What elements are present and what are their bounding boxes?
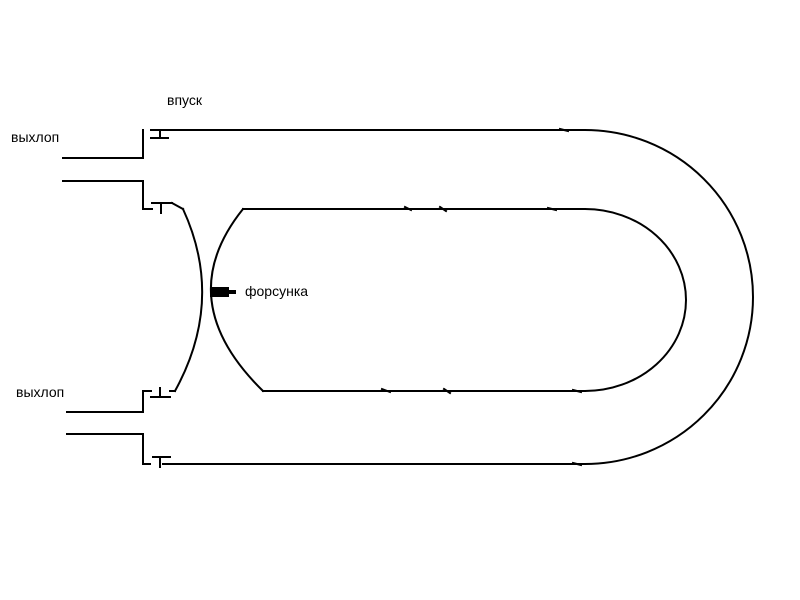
bottom-exhaust-pipe-upper [66, 390, 144, 413]
chamber-left-wall [173, 207, 204, 393]
exhaust-label-bottom: выхлоп [16, 384, 65, 400]
outer-tube-bend [583, 128, 754, 466]
bottom-exhaust-pipe-lower [66, 433, 144, 465]
injector-icon [210, 287, 229, 297]
top-exhaust-pipe-lower [62, 180, 144, 210]
flange-top-lower [142, 201, 185, 214]
flow-tick-marks [380, 127, 583, 467]
flange-bottom-upper [142, 387, 176, 398]
intake-flange-bottom [142, 456, 171, 468]
intake-flange-top [150, 129, 169, 139]
intake-label: впуск [167, 92, 202, 108]
injector-label: форсунка [245, 283, 309, 299]
exhaust-label-top: выхлоп [11, 129, 60, 145]
chamber-right-wall [209, 207, 265, 393]
top-exhaust-pipe-upper [62, 129, 144, 159]
injector-nozzle-icon [229, 290, 236, 294]
inner-tube-bend [583, 207, 687, 393]
